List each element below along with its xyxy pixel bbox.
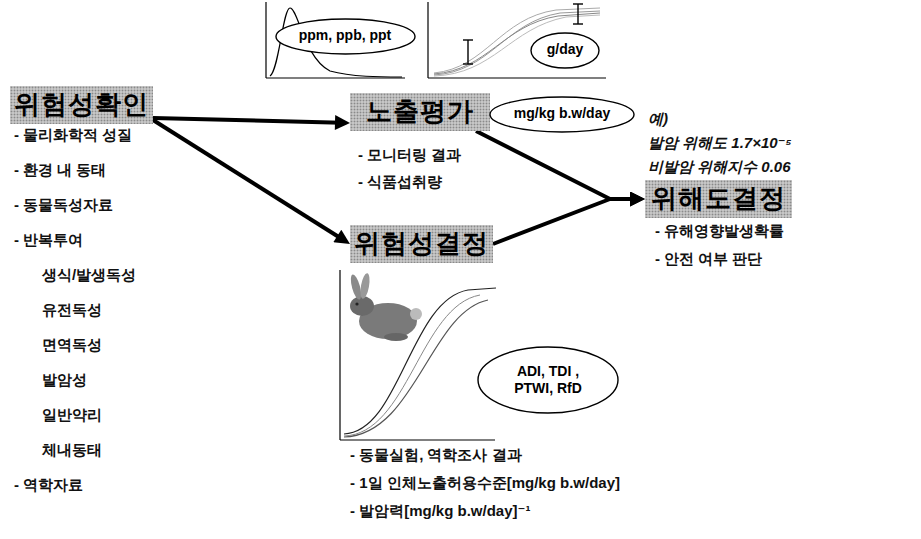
- error-bar: [463, 40, 473, 64]
- step-title: 위험성확인: [14, 89, 149, 120]
- chart-axis: [428, 77, 606, 78]
- dose-curve: [344, 288, 496, 434]
- rabbit-picture: [349, 273, 422, 341]
- arrow-line: [153, 118, 341, 123]
- arrow-line: [493, 199, 636, 244]
- list-item: - 역학자료: [14, 476, 83, 494]
- list-item: - 식품섭취량: [358, 173, 442, 191]
- chart-axis: [265, 2, 266, 78]
- unit-ellipse: ppm, ppb, ppt: [275, 18, 416, 55]
- list-item: - 물리화학적 성질: [14, 126, 132, 144]
- unit-ellipse: ADI, TDI , PTWI, RfD: [477, 346, 619, 414]
- list-item: - 반복투여: [14, 231, 83, 249]
- list-item: 면역독성: [42, 336, 102, 354]
- example-note: 발암 위해도 1.7×10⁻⁵: [648, 134, 792, 152]
- chart-axis: [340, 439, 495, 440]
- chart-axis: [266, 77, 405, 78]
- flow-arrow: [476, 131, 645, 199]
- list-item: - 동물독성자료: [14, 196, 113, 214]
- list-item: - 1일 인체노출허용수준[mg/kg b.w/day]: [350, 474, 620, 492]
- unit-ellipse: g/day: [530, 32, 600, 69]
- unit-text: ADI, TDI , PTWI, RfD: [505, 363, 591, 398]
- dose-response-chart: [340, 270, 496, 440]
- unit-ellipse: mg/kg b.w/day: [489, 96, 635, 133]
- flow-arrow: [493, 199, 645, 244]
- intake-curve: [434, 13, 600, 74]
- step-title: 위해도결정: [651, 183, 786, 214]
- arrow-line: [153, 120, 342, 239]
- step-box: 위해도결정: [645, 180, 792, 218]
- list-item: 생식/발생독성: [42, 266, 136, 284]
- list-item: - 동물실험, 역학조사 결과: [350, 446, 522, 464]
- arrow-head: [153, 120, 350, 244]
- list-item: 유전독성: [42, 301, 102, 319]
- list-item: - 환경 내 동태: [14, 161, 107, 179]
- list-item: - 안전 여부 판단: [655, 250, 763, 268]
- dose-curve: [344, 295, 480, 436]
- arrow-head: [610, 199, 645, 200]
- step-title: 노출평가: [366, 96, 474, 127]
- error-bar: [573, 4, 583, 24]
- list-item: - 발암력[mg/kg b.w/day]⁻¹: [350, 502, 530, 520]
- step-box: 위험성결정: [350, 225, 493, 263]
- list-item: 일반약리: [42, 406, 102, 424]
- intake-curve: [434, 15, 600, 76]
- arrow-head: [153, 118, 350, 123]
- flow-arrow: [153, 118, 350, 123]
- step-box: 노출평가: [350, 93, 490, 131]
- step-box: 위험성확인: [10, 86, 153, 124]
- list-item: 발암성: [42, 371, 87, 389]
- intake-curve: [434, 8, 600, 73]
- example-note: 예): [648, 110, 668, 128]
- example-note: 비발암 위해지수 0.06: [648, 158, 791, 176]
- flow-arrow: [153, 120, 350, 244]
- unit-text: g/day: [547, 41, 584, 59]
- arrow-line: [476, 131, 636, 199]
- intake-chart: [428, 2, 606, 78]
- step-title: 위험성결정: [354, 228, 489, 259]
- chart-axis: [427, 2, 428, 78]
- unit-text: ppm, ppb, ppt: [299, 27, 392, 45]
- unit-text: mg/kg b.w/day: [514, 105, 610, 123]
- chart-axis: [339, 270, 340, 440]
- list-item: 체내동태: [42, 441, 102, 459]
- list-item: - 유해영향발생확률: [655, 222, 784, 240]
- dose-curve: [344, 300, 488, 437]
- intake-curve: [434, 11, 600, 75]
- list-item: - 모니터링 결과: [358, 146, 461, 164]
